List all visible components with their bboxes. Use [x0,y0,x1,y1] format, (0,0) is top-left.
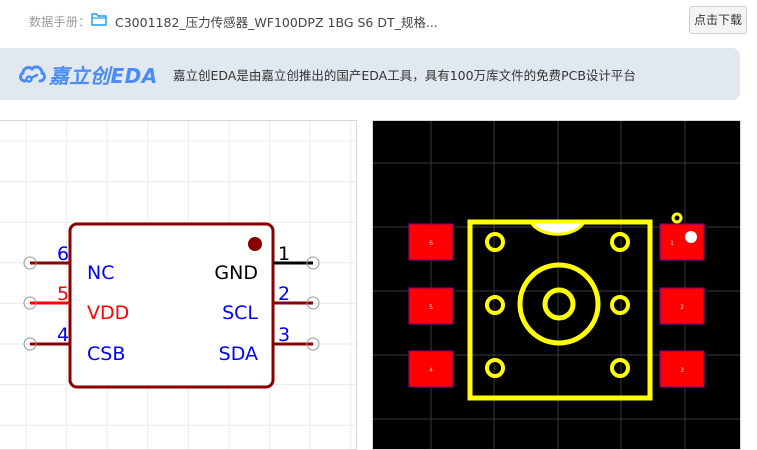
pin-number: 2 [278,283,290,305]
pcb-pad-1[interactable] [659,223,705,261]
pcb-pad-labels: 1 2 3 4 5 6 [429,240,684,374]
folder-icon[interactable] [91,12,107,26]
silk-hole [610,295,630,315]
pin-name: SCL [222,302,258,324]
pcb-pad-2[interactable] [659,287,705,325]
pin-endpoint[interactable] [23,256,37,270]
pad-rect [659,350,705,388]
pin-endpoint[interactable] [306,256,320,270]
silk-hole [485,358,505,378]
pcb-pads [408,223,705,388]
banner-tagline: 嘉立创EDA是由嘉立创推出的国产EDA工具，具有100万库文件的免费PCB设计平… [173,68,636,83]
pin-name: VDD [87,302,129,324]
sensor-inner-ring [542,287,576,321]
pcb-grid [373,121,740,449]
datasheet-label: 数据手册： [29,15,91,29]
logo-text: 嘉立创EDA [49,63,158,88]
pad-label: 1 [670,240,674,247]
pcb-pad-3[interactable] [659,350,705,388]
pad-label: 2 [680,304,684,311]
pin1-pad-dot [685,231,697,243]
silk-notch [528,220,587,236]
pad-label: 4 [429,367,433,374]
pin-name: CSB [87,343,125,365]
silk-hole [485,295,505,315]
pin-endpoint[interactable] [306,337,320,351]
pad-label: 3 [680,367,684,374]
pin-6[interactable]: 6NC [23,243,114,284]
pad-rect [408,350,454,388]
silkscreen [467,212,683,401]
symbol-body [68,222,275,389]
silk-hole [485,232,505,252]
download-button[interactable]: 点击下载 [689,6,747,34]
pad-rect [408,287,454,325]
pin1-marker [671,212,683,224]
silk-hole [610,358,630,378]
pad-rect [659,223,705,261]
pcb-footprint-preview[interactable]: 1 2 3 4 5 6 [372,120,741,450]
pad-rect [408,223,454,261]
pin-endpoint[interactable] [23,296,37,310]
pin-number: 4 [57,324,69,346]
pcb-pad-6[interactable] [408,223,454,261]
pcb-canvas: 1 2 3 4 5 6 [373,121,740,449]
pin-endpoint[interactable] [306,296,320,310]
pin-number: 5 [57,283,69,305]
pad-label: 5 [429,304,433,311]
top-bar: 数据手册： C3001182_压力传感器_WF100DPZ 1BG S6 DT_… [0,0,757,44]
sensor-outer-ring [517,262,601,346]
pcb-pad-4[interactable] [408,350,454,388]
ic-body-outline [68,222,275,389]
pin-endpoint[interactable] [23,337,37,351]
pin-number: 3 [278,324,290,346]
pin-number: 6 [57,243,69,265]
easyeda-logo[interactable]: 嘉立创EDA [18,63,158,88]
pin-name: GND [214,262,258,284]
pad-rect [659,287,705,325]
datasheet-file-link[interactable]: C3001182_压力传感器_WF100DPZ 1BG S6 DT_规格... [115,15,438,30]
pin-name: SDA [219,343,258,365]
silk-hole [610,232,630,252]
pad-label: 6 [429,240,433,247]
pin-name: NC [87,262,114,284]
pin-number: 1 [278,243,290,265]
eda-banner[interactable]: 嘉立创EDA 嘉立创EDA是由嘉立创推出的国产EDA工具，具有100万库文件的免… [0,48,740,100]
cloud-icon [19,65,46,83]
pcb-pad-5[interactable] [408,287,454,325]
pin1-indicator-dot [248,237,262,251]
